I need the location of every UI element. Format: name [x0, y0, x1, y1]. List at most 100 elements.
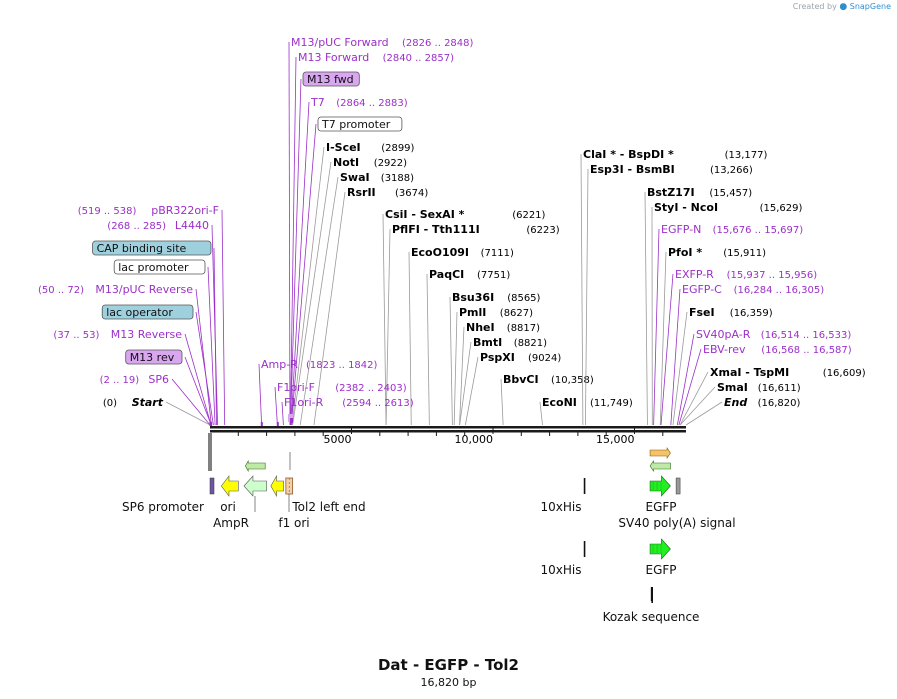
top-connector-ecoo109i — [408, 251, 412, 426]
left-connector-m13-puc-reverse — [195, 288, 212, 426]
top-connector-nhei — [459, 326, 465, 426]
left-connector-m13-reverse — [184, 333, 212, 426]
plasmid-length: 16,820 bp — [420, 676, 477, 689]
top-connector-end — [685, 401, 723, 426]
plasmid-name: Dat - EGFP - Tol2 — [377, 656, 519, 674]
top-box-m13-fwd[interactable] — [302, 71, 360, 87]
top-label-end: End — [724, 396, 747, 409]
feature-sp6-promoter-1[interactable] — [209, 477, 215, 495]
left-box-cap-binding-site[interactable] — [92, 240, 212, 256]
top-label-bstz17i: BstZ17I — [647, 186, 695, 199]
left-box-lac-operator[interactable] — [101, 304, 194, 320]
top-label-fsei: FseI — [689, 306, 715, 319]
left-connector-cap-binding-site — [213, 247, 217, 426]
left-coord-m13-puc-reverse: (50 .. 72) — [38, 285, 84, 296]
feature-f1-ori-1[interactable] — [270, 474, 284, 498]
top-label-exfp-r: EXFP-R — [675, 268, 714, 281]
top-connector-pflfi-tth111i — [385, 228, 391, 426]
feature-label-ori-1: ori — [220, 500, 236, 514]
left-label-m13-reverse: M13 Reverse — [111, 328, 182, 341]
primer-stack-mark[interactable] — [290, 418, 294, 423]
left-connector-start — [165, 401, 211, 426]
top-connector-csii-sexai — [382, 213, 387, 426]
feature-label-egfp-2: EGFP — [645, 563, 676, 577]
top-coord-ebv-rev: (16,568 .. 16,587) — [761, 345, 852, 356]
top-connector-paqci — [426, 273, 430, 426]
top-coord-bsu36i: (8565) — [507, 293, 540, 304]
top-box-t7-promoter[interactable] — [317, 116, 403, 132]
mid-label-amp-r: Amp-R — [261, 358, 298, 371]
primer-arrow-egfp-forward[interactable] — [649, 447, 671, 459]
top-connector-m13-puc-forward — [288, 41, 291, 426]
top-label-swai: SwaI — [340, 171, 370, 184]
top-label-pflfi-tth111i: PflFI - Tth111I — [392, 223, 480, 236]
feature-label-sp6-promoter-1: SP6 promoter — [122, 500, 204, 514]
top-coord-i-scei: (2899) — [381, 143, 414, 154]
top-label-m13-fwd: M13 fwd — [307, 73, 354, 86]
left-label-lac-promoter: lac promoter — [118, 261, 189, 274]
top-coord-noti: (2922) — [374, 158, 407, 169]
top-label-pfoi: PfoI * — [668, 246, 702, 259]
left-box-m13-rev[interactable] — [125, 349, 183, 365]
primer-arrow-egfp-reverse[interactable] — [649, 460, 671, 472]
start-origin-bar — [208, 433, 212, 471]
plasmid-title-block: Dat - EGFP - Tol2 16,820 bp — [0, 656, 897, 689]
top-coord-m13-puc-forward: (2826 .. 2848) — [402, 38, 474, 49]
feature-egfp-1[interactable] — [649, 475, 671, 497]
left-label-m13-puc-reverse: M13/pUC Reverse — [95, 283, 193, 296]
feature-ori-1[interactable] — [220, 475, 239, 497]
top-connector-rsrii — [313, 191, 346, 426]
left-connector-pbr322ori-f — [221, 209, 226, 426]
backbone-top-strand — [210, 426, 686, 429]
top-connector-i-scei — [291, 146, 325, 426]
feature-egfp-2[interactable] — [649, 538, 671, 560]
feature-sv40-poly-a-signal-1[interactable] — [675, 477, 681, 495]
mid-label-f1ori-f: F1ori-F — [277, 381, 315, 394]
feature-ampr-1[interactable] — [243, 475, 267, 497]
feature-label-10xhis-2: 10xHis — [541, 563, 582, 577]
primer-site-mark[interactable] — [276, 422, 279, 426]
top-connector-sv40pa-r — [676, 333, 695, 426]
primer-site-mark[interactable] — [260, 422, 263, 426]
left-box-lac-promoter[interactable] — [113, 259, 206, 275]
top-connector-m13-fwd — [290, 78, 302, 426]
top-coord-pmli: (8627) — [500, 308, 533, 319]
left-coord-pbr322ori-f: (519 .. 538) — [78, 206, 137, 217]
mid-label-f1ori-r: F1ori-R — [284, 396, 324, 409]
top-label-esp3i-bsmbi: Esp3I - BsmBI — [590, 163, 675, 176]
top-coord-xmai-tspmi: (16,609) — [823, 368, 866, 379]
top-connector-clai-bspdi — [580, 153, 584, 426]
top-label-t7-promoter: T7 promoter — [321, 118, 391, 131]
created-by-text: Created by — [792, 2, 837, 11]
brand-name: SnapGene — [849, 2, 891, 11]
top-connector-egfp-n — [653, 228, 660, 426]
top-coord-m13-forward: (2840 .. 2857) — [383, 53, 455, 64]
top-coord-nhei: (8817) — [507, 323, 540, 334]
top-coord-pspxi: (9024) — [528, 353, 561, 364]
top-coord-clai-bspdi: (13,177) — [725, 150, 768, 161]
top-label-styi-ncoi: StyI - NcoI — [654, 201, 718, 214]
top-coord-bstz17i: (15,457) — [709, 188, 752, 199]
top-connector-t7-promoter — [290, 123, 317, 426]
top-connector-xmai-tspmi — [679, 371, 709, 426]
feature-label-kozak-sequence-3: Kozak sequence — [603, 610, 700, 624]
top-connector-bbvci — [500, 378, 504, 426]
primer-arrow-ampr[interactable] — [245, 459, 266, 473]
top-label-egfp-n: EGFP-N — [661, 223, 701, 236]
left-connector-sp6 — [171, 378, 211, 426]
top-coord-egfp-n: (15,676 .. 15,697) — [713, 225, 804, 236]
top-label-noti: NotI — [333, 156, 359, 169]
left-connector-lac-promoter — [207, 266, 216, 426]
created-by-snapgene: Created by ● SnapGene — [793, 2, 891, 12]
top-connector-m13-forward — [289, 56, 297, 426]
top-coord-ecoo109i: (7111) — [481, 248, 514, 259]
mid-connector-f1ori-f — [274, 386, 278, 426]
left-label-sp6: SP6 — [148, 373, 169, 386]
feature-label-f1-ori-1: f1 ori — [278, 516, 309, 530]
left-label-l4440: L4440 — [175, 219, 209, 232]
primer-site-mark[interactable] — [210, 422, 213, 426]
top-coord-pfoi: (15,911) — [723, 248, 766, 259]
top-label-bbvci: BbvCI — [503, 373, 539, 386]
top-connector-swai — [299, 176, 339, 426]
